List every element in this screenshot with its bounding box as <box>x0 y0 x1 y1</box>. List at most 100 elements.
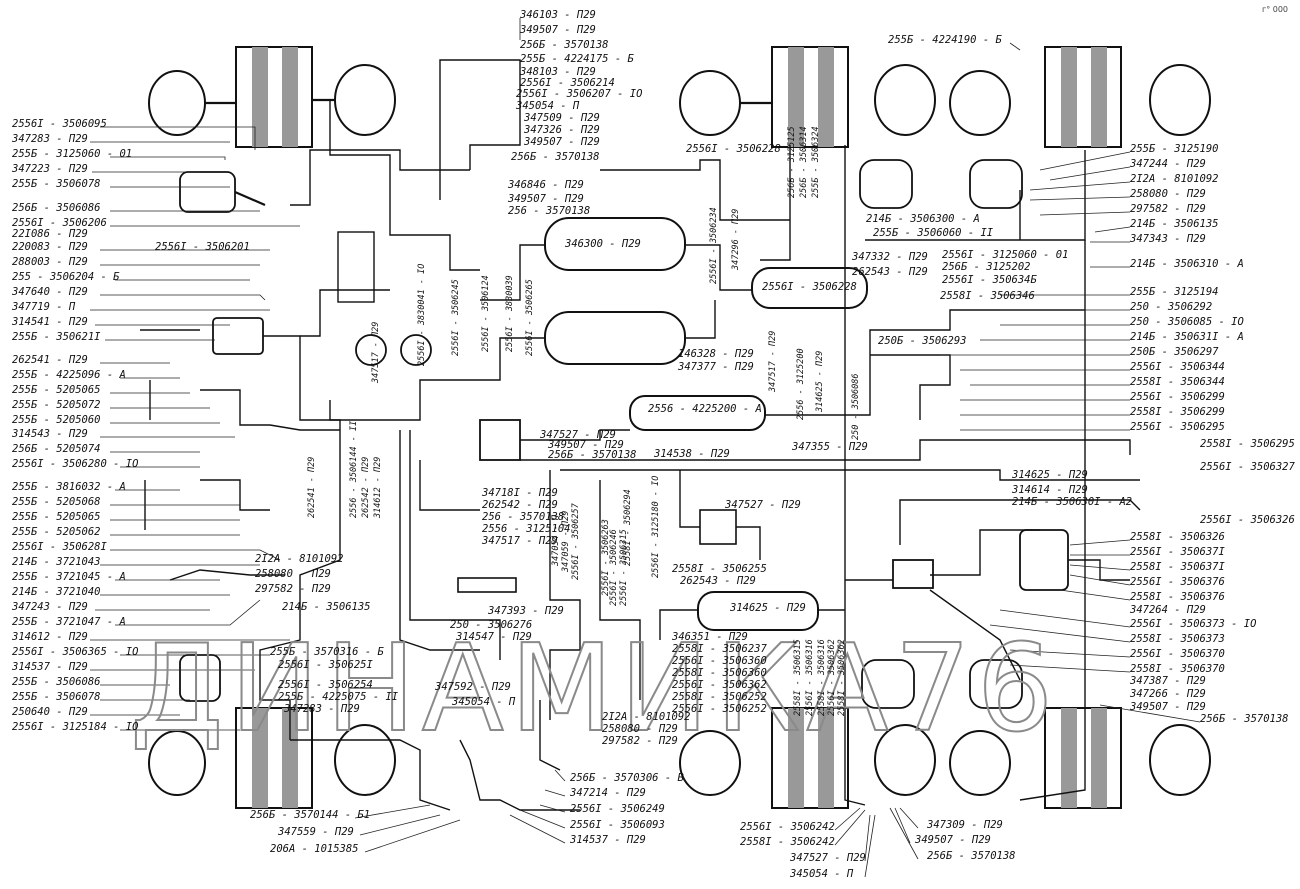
part-label: 349507 - П29 <box>523 136 600 148</box>
air-receiver-upper <box>544 217 686 271</box>
part-label: 220083 - П29 <box>12 241 88 253</box>
air-receiver-center <box>629 395 766 431</box>
part-label: 2558I - 3506295 <box>1200 438 1295 450</box>
part-label: 314612 - П29 <box>11 631 88 643</box>
part-label: 297582 - П29 <box>1130 203 1206 215</box>
part-label: 2556I - 3506254 <box>278 679 373 691</box>
part-label: 262541 - П29 <box>12 354 88 366</box>
part-label: 2556I - 3506327 <box>1200 461 1296 473</box>
part-label: 2556 - 4225200 - А <box>648 403 762 415</box>
part-label: 250 - 3506292 <box>1130 301 1212 313</box>
part-label: 256Б - 3570138 <box>927 850 1016 862</box>
part-label-vertical: 314625 - П29 <box>815 351 825 413</box>
part-label: 255Б - 4224175 - Б <box>520 53 634 65</box>
part-label: 347527 - П29 <box>789 852 866 864</box>
part-label: 347559 - П29 <box>277 826 354 838</box>
part-label: 262542 - П29 <box>482 499 558 511</box>
part-label: 255Б - 5205060 <box>12 414 101 426</box>
leader-lines <box>90 18 1201 878</box>
air-receiver-bottom <box>697 591 819 631</box>
part-label: 255Б - 5205065 <box>12 384 101 396</box>
part-label-vertical: 2556 - 3506144 - II <box>349 421 359 518</box>
part-label: 2558I - 3506237 <box>672 643 768 655</box>
part-label: 255Б - 3125194 <box>1130 286 1219 298</box>
part-label-vertical: 2558I - 3506294 <box>623 489 633 566</box>
part-label-vertical: 2558I - 3506315 <box>793 639 803 716</box>
part-label: 2558I - 3506326 <box>1130 531 1225 543</box>
part-label: 2556I - 3506252 <box>672 703 767 715</box>
part-label: 256 - 3570138 <box>482 511 564 523</box>
part-label: 255Б - 3125190 <box>1130 143 1219 155</box>
park-brake-valve <box>457 577 517 593</box>
wheel-rear-1-bottom <box>679 707 936 809</box>
part-label: 258080 - П29 <box>255 568 331 580</box>
part-label: 256Б - 3570306 - В <box>570 772 684 784</box>
part-label: 255Б - 3506086 <box>12 676 101 688</box>
part-label: 214Б - 350631I - А <box>1130 331 1244 343</box>
wheel-front-left <box>148 46 396 148</box>
part-label: 255Б - 350621I <box>12 331 101 343</box>
part-label: 255Б - 4225075 - II <box>278 691 399 703</box>
part-label: 347283 - П29 <box>283 703 360 715</box>
part-label: 256Б - 3125202 <box>942 261 1031 273</box>
part-label: 250 - 3506276 <box>450 619 532 631</box>
part-label-vertical: 2556I - 3506263 <box>601 519 611 596</box>
part-label: 347266 - П29 <box>1129 688 1206 700</box>
pressure-gauge-right <box>400 334 432 366</box>
part-label: 2556 - 3125104 <box>482 523 571 535</box>
part-label-vertical: 2556I - 3506257 <box>571 502 581 580</box>
part-label: 250 - 3506085 - IO <box>1130 316 1244 328</box>
wheel-rear-right-1-top <box>679 46 936 148</box>
part-label-vertical: 2556I - 3125180 - IO <box>651 476 661 578</box>
part-label: 2I2А - 8101092 <box>1130 173 1219 185</box>
part-label: 2558I - 3506373 <box>1130 633 1225 645</box>
part-label: 349507 - П29 <box>1129 701 1206 713</box>
part-label: 347343 - П29 <box>1129 233 1206 245</box>
part-label: 255Б - 5205065 <box>12 511 101 523</box>
part-label: 2558I - 3506346 <box>940 290 1035 302</box>
part-label: 345054 - П <box>789 868 854 880</box>
part-label: 2558I - 3506242 <box>740 836 835 848</box>
part-label: 250640 - П29 <box>12 706 88 718</box>
part-label: 256Б - 3570138 <box>520 39 609 51</box>
watermark-text: ДИНАМИКА76 <box>130 620 1059 759</box>
wheel-rear-right-2-top <box>949 46 1211 148</box>
part-label: 2I2А - 8101092 <box>602 711 691 723</box>
brake-chamber-rear-top-2 <box>969 159 1023 209</box>
part-label: 2556I - 3506201 <box>155 241 250 253</box>
part-label: 2I2А - 8101092 <box>255 553 344 565</box>
part-label: 214Б - 3506135 <box>1130 218 1219 230</box>
part-label: 347244 - П29 <box>1129 158 1206 170</box>
part-label: 2556I - 3506362 <box>672 679 767 691</box>
part-label: 2556I - 350637I <box>1130 546 1226 558</box>
part-label: 250Б - 3506293 <box>878 335 967 347</box>
air-receiver-lower <box>544 311 686 365</box>
part-label: 2556I - 3506242 <box>740 821 835 833</box>
part-label: 2556I - 3125060 - 01 <box>942 249 1068 261</box>
part-label: 314541 - П29 <box>11 316 88 328</box>
part-label: 2556I - 3506206 <box>12 217 107 229</box>
part-label: 2556I - 3506249 <box>570 803 665 815</box>
part-label: 347326 - П29 <box>523 124 600 136</box>
part-label: 255Б - 3506078 <box>12 178 101 190</box>
trailer-valve <box>892 559 934 589</box>
brake-chamber-rear-bottom-1 <box>861 659 915 709</box>
part-label-vertical: 2556I - 3506315 <box>619 529 629 606</box>
part-label: 2558I - 3506360 <box>672 667 767 679</box>
part-label: 258080 - П29 <box>1130 188 1206 200</box>
part-label: 2558I - 3506299 <box>1130 406 1225 418</box>
part-label-vertical: 256Б - 3125125 <box>787 126 797 198</box>
part-label: 255 - 3506204 - Б <box>12 271 120 283</box>
part-label-vertical: 2556I - 3830039 <box>505 275 515 352</box>
part-label-vertical: 262542 - П29 <box>361 457 371 518</box>
part-label-vertical: 347517 - П29 <box>768 331 778 393</box>
part-label: 256Б - 3506086 <box>12 202 101 214</box>
part-label: 22I086 - П29 <box>12 228 88 240</box>
part-label: 2556I - 3506360 <box>672 655 767 667</box>
part-label: 2556I - 3506326 <box>1200 514 1295 526</box>
part-label: 347332 - П29 <box>851 251 928 263</box>
part-label: 345054 - П <box>451 696 516 708</box>
part-label: 347719 - П <box>11 301 76 313</box>
brake-valve-main <box>479 419 521 461</box>
